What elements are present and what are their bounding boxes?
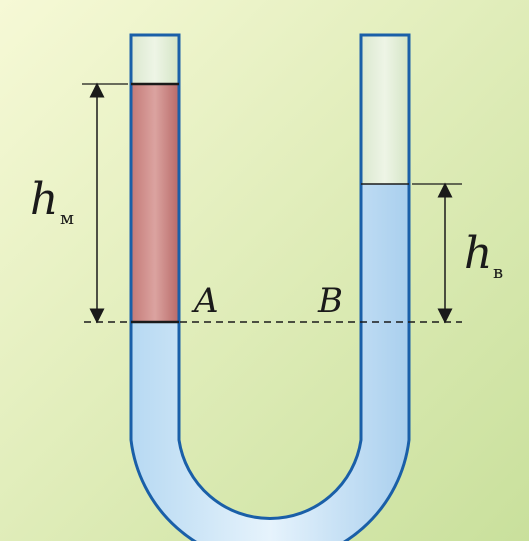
right-height-label: h: [464, 228, 492, 279]
point-b-label: B: [317, 281, 343, 321]
oil-column: [131, 84, 179, 322]
water-column: [131, 184, 409, 541]
left-height-label: h: [30, 174, 58, 225]
right-height-subscript: в: [493, 262, 503, 283]
point-a-label: A: [191, 281, 219, 321]
u-tube-outline: [129, 33, 411, 541]
left-height-subscript: м: [60, 208, 74, 229]
right-arm-empty-space: [361, 35, 409, 184]
left-arm-empty-space: [131, 35, 179, 84]
